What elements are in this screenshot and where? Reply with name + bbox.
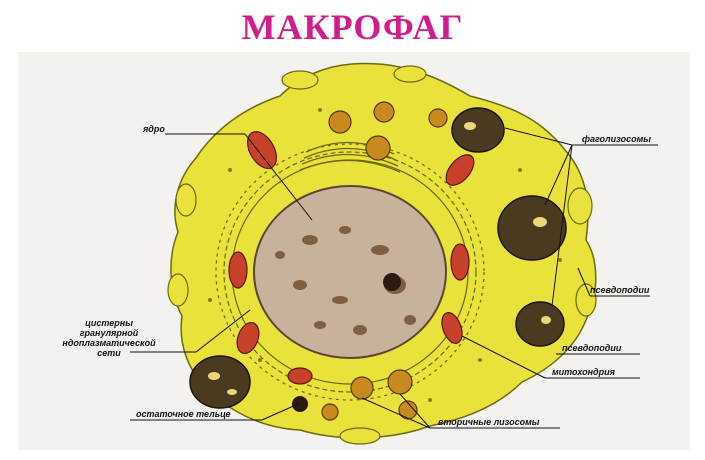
phagolysosome-inclusions: [208, 122, 551, 395]
phagolysosomes: [189, 107, 567, 409]
page-title: МАКРОФАГ: [241, 7, 464, 47]
residual-body: [292, 396, 308, 412]
nucleus: [253, 185, 447, 359]
label-pseudopodia-2: псевдоподии: [562, 343, 622, 353]
nucleolus: [383, 273, 401, 291]
label-rer-line3: ндоплазматической: [62, 338, 156, 348]
pseudopodia-outline: [167, 65, 597, 445]
mitochondria: [228, 131, 475, 385]
secondary-lysosomes: [321, 101, 448, 421]
label-rer-line2: гранулярной: [79, 328, 139, 338]
label-secondary-lysosomes: вторичные лизосомы: [438, 417, 540, 427]
leader-lines: [130, 127, 658, 429]
label-phagolysosomes: фаголизосомы: [582, 134, 651, 144]
label-nucleus: ядро: [143, 124, 165, 134]
label-pseudopodia-1: псевдоподии: [590, 285, 650, 295]
label-mitochondrion: митохондрия: [552, 367, 615, 377]
label-rer: цистерны гранулярной ндоплазматической с…: [34, 318, 184, 358]
label-rer-line4: сети: [97, 348, 121, 358]
label-rer-line1: цистерны: [85, 318, 133, 328]
label-residual-body: остаточное тельце: [136, 409, 231, 419]
